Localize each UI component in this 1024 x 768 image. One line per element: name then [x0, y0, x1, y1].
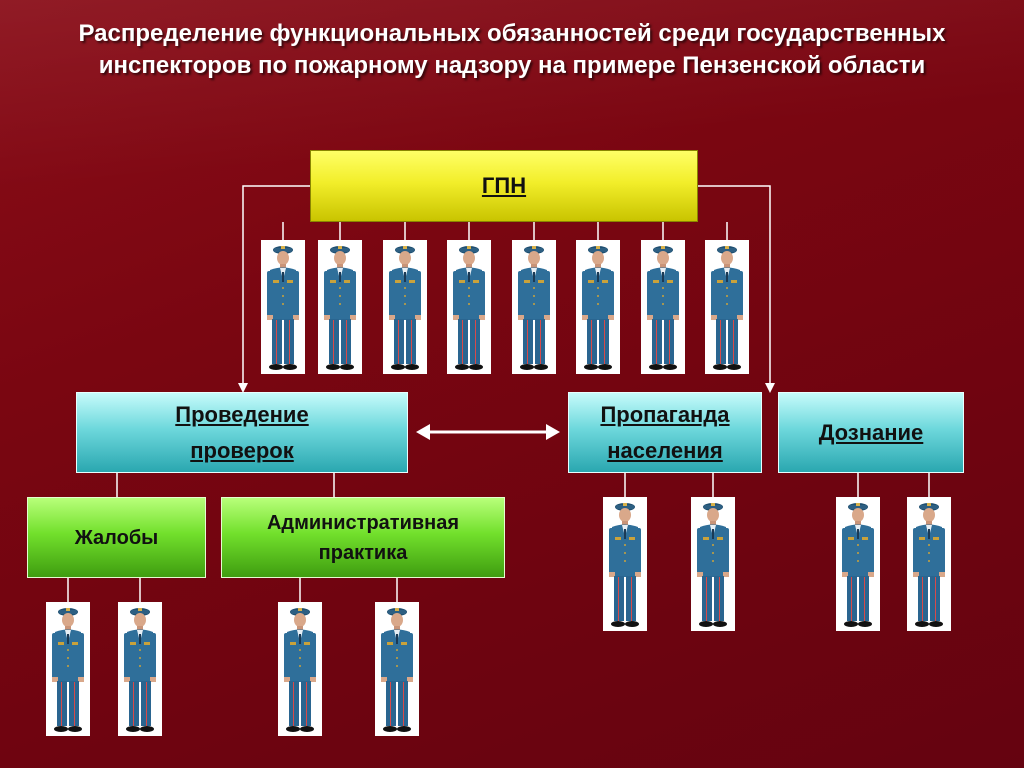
checks-box: Проведение проверок	[76, 392, 408, 473]
inspector-in-uniform-icon	[318, 240, 362, 374]
inspector-in-uniform-icon	[447, 240, 491, 374]
propaganda-label: Пропаганда населения	[600, 401, 730, 463]
admin-practice-label: Административная практика	[266, 511, 460, 564]
page-title: Распределение функциональных обязанносте…	[78, 20, 946, 79]
arrow-gpn-to-propaganda	[698, 185, 775, 393]
inspector-in-uniform-icon	[46, 602, 90, 736]
inspector-in-uniform-icon	[705, 240, 749, 374]
inspector-in-uniform-icon	[375, 602, 419, 736]
inspector-in-uniform-icon	[907, 497, 951, 631]
inspector-in-uniform-icon	[576, 240, 620, 374]
propaganda-box: Пропаганда населения	[568, 392, 762, 473]
inspector-in-uniform-icon	[383, 240, 427, 374]
inspector-in-uniform-icon	[512, 240, 556, 374]
inspector-in-uniform-icon	[641, 240, 685, 374]
inquiry-label: Дознание	[818, 419, 924, 445]
checks-label: Проведение проверок	[175, 401, 309, 463]
gpn-label: ГПН	[481, 173, 527, 198]
inspector-in-uniform-icon	[118, 602, 162, 736]
inspector-in-uniform-icon	[261, 240, 305, 374]
inspector-in-uniform-icon	[836, 497, 880, 631]
inquiry-box: Дознание	[778, 392, 964, 473]
inspector-in-uniform-icon	[278, 602, 322, 736]
double-arrow	[416, 424, 560, 440]
complaints-box: Жалобы	[27, 497, 206, 578]
admin-practice-box: Административная практика	[221, 497, 505, 578]
gpn-box: ГПН	[310, 150, 698, 222]
arrow-gpn-to-checks	[238, 185, 310, 393]
inspector-in-uniform-icon	[603, 497, 647, 631]
complaints-label: Жалобы	[74, 526, 159, 549]
inspector-in-uniform-icon	[691, 497, 735, 631]
